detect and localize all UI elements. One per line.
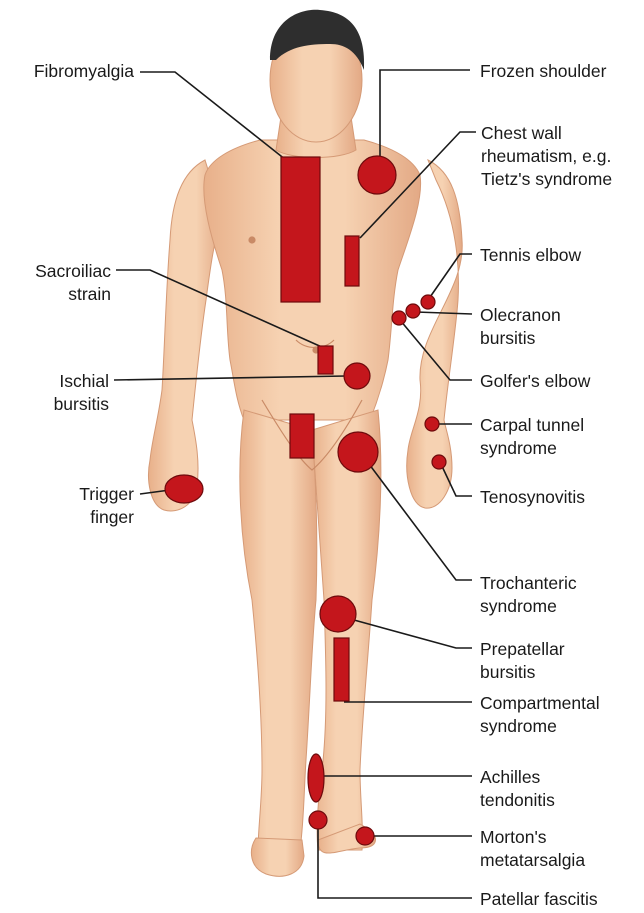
marker-prepatellar: [320, 596, 356, 632]
marker-frozen-shoulder: [358, 156, 396, 194]
label-trochanteric-line2: syndrome: [480, 595, 577, 618]
marker-achilles: [308, 754, 324, 802]
label-compartmental-line2: syndrome: [480, 715, 600, 738]
label-fibromyalgia: Fibromyalgia: [0, 60, 134, 83]
marker-trigger-finger: [165, 475, 203, 503]
label-chest-wall-line1: Chest wall: [481, 122, 612, 145]
label-olecranon-line2: bursitis: [480, 327, 561, 350]
label-mortons: Morton's metatarsalgia: [480, 826, 585, 872]
marker-gluteal: [290, 414, 314, 458]
marker-ischial: [344, 363, 370, 389]
label-sacroiliac-line1: Sacroiliac: [0, 260, 111, 283]
label-compartmental-line1: Compartmental: [480, 692, 600, 715]
label-golfers-elbow: Golfer's elbow: [480, 370, 590, 393]
label-mortons-line1: Morton's: [480, 826, 585, 849]
marker-olecranon: [406, 304, 420, 318]
marker-fibromyalgia: [281, 157, 320, 302]
marker-sacroiliac: [318, 346, 333, 374]
label-chest-wall-line3: Tietz's syndrome: [481, 168, 612, 191]
marker-patellar-fascitis: [309, 811, 327, 829]
label-prepatellar-line2: bursitis: [480, 661, 565, 684]
marker-trochanteric: [338, 432, 378, 472]
leader-prepatellar: [354, 620, 472, 648]
label-sacroiliac-line2: strain: [0, 283, 111, 306]
label-prepatellar: Prepatellar bursitis: [480, 638, 565, 684]
label-trigger-finger: Trigger finger: [0, 483, 134, 529]
label-tenosynovitis: Tenosynovitis: [480, 486, 585, 509]
label-carpal-tunnel-line2: syndrome: [480, 437, 584, 460]
label-carpal-tunnel-line1: Carpal tunnel: [480, 414, 584, 437]
label-trochanteric: Trochanteric syndrome: [480, 572, 577, 618]
label-tennis-elbow: Tennis elbow: [480, 244, 581, 267]
label-achilles: Achilles tendonitis: [480, 766, 555, 812]
label-olecranon-line1: Olecranon: [480, 304, 561, 327]
marker-tennis-elbow: [421, 295, 435, 309]
leader-frozen-shoulder: [380, 70, 470, 156]
label-chest-wall: Chest wall rheumatism, e.g. Tietz's synd…: [481, 122, 612, 191]
label-olecranon: Olecranon bursitis: [480, 304, 561, 350]
label-trochanteric-line1: Trochanteric: [480, 572, 577, 595]
label-ischial: Ischial bursitis: [0, 370, 109, 416]
marker-chest-wall: [345, 236, 359, 286]
label-chest-wall-line2: rheumatism, e.g.: [481, 145, 612, 168]
marker-tenosynovitis: [432, 455, 446, 469]
label-frozen-shoulder: Frozen shoulder: [480, 60, 606, 83]
label-mortons-line2: metatarsalgia: [480, 849, 585, 872]
label-achilles-line1: Achilles: [480, 766, 555, 789]
label-patellar-fascitis: Patellar fascitis: [480, 888, 598, 911]
label-trigger-finger-line1: Trigger: [0, 483, 134, 506]
leader-olecranon: [416, 312, 472, 314]
label-trigger-finger-line2: finger: [0, 506, 134, 529]
label-compartmental: Compartmental syndrome: [480, 692, 600, 738]
marker-golfers-elbow: [392, 311, 406, 325]
label-prepatellar-line1: Prepatellar: [480, 638, 565, 661]
marker-carpal-tunnel: [425, 417, 439, 431]
label-ischial-line2: bursitis: [0, 393, 109, 416]
label-achilles-line2: tendonitis: [480, 789, 555, 812]
label-carpal-tunnel: Carpal tunnel syndrome: [480, 414, 584, 460]
marker-compartmental: [334, 638, 349, 701]
label-ischial-line1: Ischial: [0, 370, 109, 393]
label-sacroiliac: Sacroiliac strain: [0, 260, 111, 306]
marker-mortons: [356, 827, 374, 845]
